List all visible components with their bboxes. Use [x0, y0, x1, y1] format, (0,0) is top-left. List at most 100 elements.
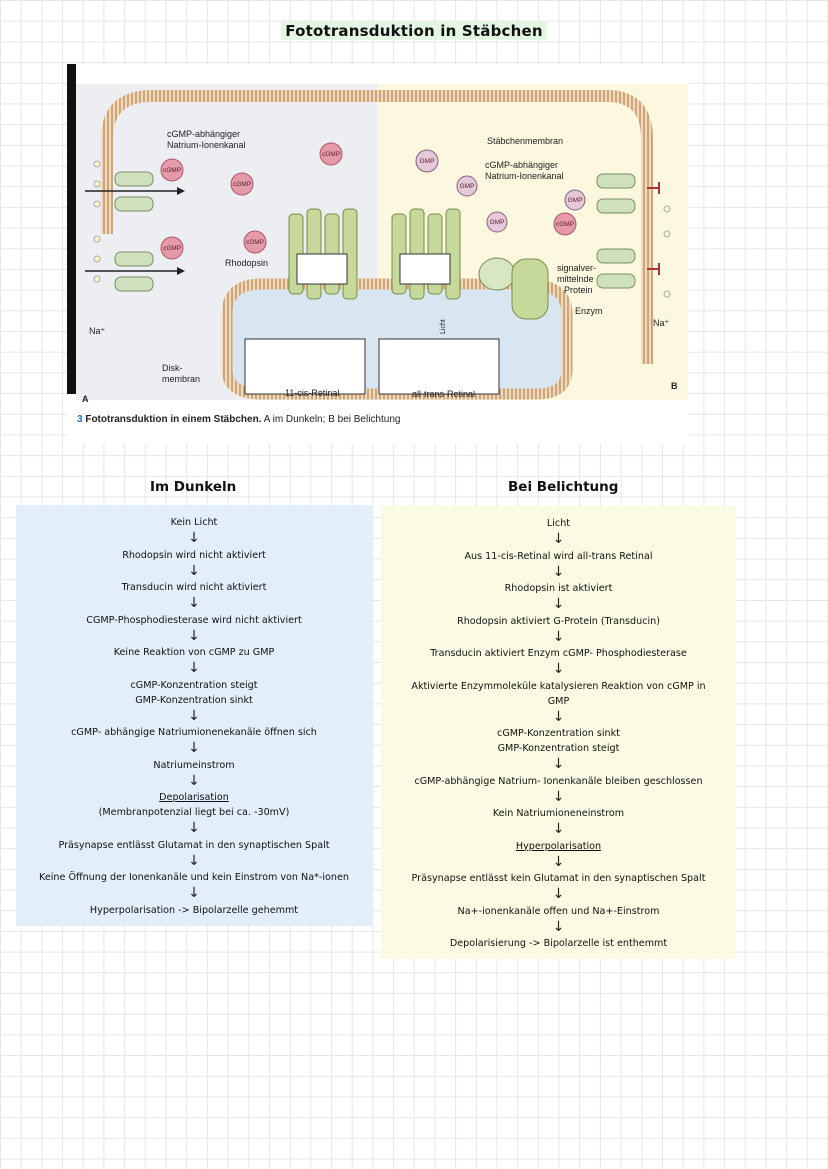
- caption-b: B bei Belichtung: [328, 414, 401, 425]
- dark-step: Präsynapse entlässt Glutamat in den syna…: [58, 839, 330, 851]
- light-step: Rhodopsin aktiviert G-Protein (Transduci…: [457, 615, 660, 627]
- dark-step: Transducin wird nicht aktiviert: [121, 582, 267, 593]
- dark-step: Keine Öffnung der Ionenkanäle und kein E…: [39, 872, 349, 883]
- dark-heading: Im Dunkeln: [150, 479, 237, 495]
- label-channel-right: cGMP-abhängiger: [485, 160, 558, 170]
- down-arrow-icon: ↓: [552, 661, 565, 677]
- light-step: Licht: [546, 518, 571, 529]
- light-step: Aktivierte Enzymmoleküle katalysieren Re…: [411, 680, 706, 692]
- figure-left-bar: [67, 64, 76, 394]
- label-disk-2: membran: [162, 374, 200, 384]
- dark-process-box: Kein Licht ↓ Rhodopsin wird nicht aktivi…: [16, 505, 372, 926]
- label-na-left: Na⁺: [89, 326, 106, 336]
- down-arrow-icon: ↓: [552, 821, 565, 837]
- light-heading: Bei Belichtung: [508, 479, 619, 495]
- down-arrow-icon: ↓: [552, 628, 565, 645]
- sodium-ions: [93, 160, 671, 298]
- rhodopsin-light: [378, 208, 549, 395]
- ion-channel-left-1: [85, 171, 185, 212]
- dark-step: CGMP-Phosphodiesterase wird nicht aktivi…: [86, 614, 302, 626]
- light-step: GMP-Konzentration steigt: [497, 743, 620, 754]
- down-arrow-icon: ↓: [188, 820, 200, 836]
- label-na-right: Na⁺: [653, 318, 670, 328]
- light-step: Na+-ionenkanäle offen und Na+-Einstrom: [457, 905, 660, 917]
- down-arrow-icon: ↓: [188, 740, 200, 756]
- page-title: Fototransduktion in Stäbchen: [0, 22, 828, 40]
- label-panel-a: A: [82, 394, 89, 404]
- light-step: Rhodopsin ist aktiviert: [504, 583, 613, 594]
- down-arrow-icon: ↓: [552, 788, 565, 805]
- light-step: cGMP-abhängige Natrium- Ionenkanäle blei…: [414, 775, 703, 787]
- label-protein-3: Protein: [564, 285, 593, 295]
- phototransduction-figure: cGMP-abhängiger Natrium-Ionenkanal Stäbc…: [67, 64, 689, 444]
- light-step-hyperpolarisation: Hyperpolarisation: [515, 840, 602, 852]
- down-arrow-icon: ↓: [552, 596, 565, 612]
- down-arrow-icon: ↓: [188, 660, 200, 676]
- molecules-gmp: [415, 149, 586, 233]
- down-arrow-icon: ↓: [552, 708, 565, 725]
- molecules-cgmp: [160, 142, 577, 260]
- down-arrow-icon: ↓: [188, 885, 200, 901]
- label-protein-2: mittelnde: [557, 274, 594, 284]
- caption-a: A im Dunkeln;: [263, 414, 329, 425]
- cgmp-label-1: cGMP: [163, 167, 181, 174]
- caption-prefix: Fototransduktion in einem Stäbchen.: [85, 414, 262, 425]
- figure-caption: 3 Fototransduktion in einem Stäbchen. A …: [77, 414, 400, 425]
- down-arrow-icon: ↓: [188, 562, 200, 579]
- dark-step: cGMP- abhängige Natriumionenekanäle öffn…: [71, 727, 317, 738]
- caption-number: 3: [77, 414, 83, 425]
- down-arrow-icon: ↓: [188, 852, 200, 869]
- cgmp-label-6: cGMP: [556, 221, 574, 228]
- down-arrow-icon: ↓: [552, 531, 565, 547]
- label-channel-left: cGMP-abhängiger: [167, 129, 240, 139]
- dark-step-depolarisation: Depolarisation: [159, 792, 229, 803]
- rhodopsin-dark: [244, 208, 366, 395]
- light-step: cGMP-Konzentration sinkt: [497, 728, 620, 739]
- gmp-label-2: GMP: [460, 183, 475, 190]
- down-arrow-icon: ↓: [188, 595, 200, 611]
- rod-outer-membrane: [101, 90, 653, 364]
- down-arrow-icon: ↓: [552, 918, 565, 935]
- down-arrow-icon: ↓: [188, 772, 200, 789]
- light-step: GMP: [547, 695, 570, 707]
- dark-step: Natriumeinstrom: [153, 759, 235, 771]
- label-enzyme: Enzym: [575, 306, 603, 316]
- cgmp-label-3: cGMP: [322, 151, 340, 158]
- gmp-label-4: GMP: [568, 197, 583, 204]
- down-arrow-icon: ↓: [552, 853, 565, 870]
- label-cis-retinal: 11-cis-Retinal: [285, 388, 339, 398]
- gmp-label-1: GMP: [420, 158, 435, 165]
- gmp-label-3: GMP: [490, 219, 505, 226]
- down-arrow-icon: ↓: [188, 530, 200, 546]
- cgmp-label-5: cGMP: [246, 239, 264, 246]
- down-arrow-icon: ↓: [552, 886, 565, 902]
- dark-step: Keine Reaktion von cGMP zu GMP: [113, 647, 275, 658]
- light-step: Aus 11-cis-Retinal wird all-trans Retina…: [464, 550, 653, 562]
- dark-step: (Membranpotenzial liegt bei ca. -30mV): [98, 807, 290, 818]
- label-disk-1: Disk-: [162, 363, 183, 373]
- label-membrane: Stäbchenmembran: [487, 136, 563, 146]
- label-rhodopsin: Rhodopsin: [225, 258, 268, 268]
- figure-illustration: cGMP-abhängiger Natrium-Ionenkanal Stäbc…: [67, 64, 688, 404]
- label-panel-b: B: [671, 381, 678, 391]
- label-protein-1: signalver-: [557, 263, 596, 273]
- down-arrow-icon: ↓: [188, 707, 200, 724]
- cgmp-label-2: cGMP: [163, 245, 181, 252]
- light-step: Kein Natriumioneneinstrom: [492, 808, 625, 819]
- cgmp-label-4: cGMP: [233, 181, 251, 188]
- down-arrow-icon: ↓: [552, 756, 565, 772]
- down-arrow-icon: ↓: [552, 563, 565, 580]
- light-step: Präsynapse entlässt kein Glutamat in den…: [411, 873, 706, 884]
- label-trans-retinal: all-trans-Retinal: [412, 389, 475, 399]
- page-title-text: Fototransduktion in Stäbchen: [281, 22, 547, 40]
- label-light: Licht: [440, 319, 447, 334]
- light-step: Depolarisierung -> Bipolarzelle ist enth…: [449, 938, 668, 949]
- down-arrow-icon: ↓: [188, 627, 200, 644]
- label-channel-left-2: Natrium-Ionenkanal: [167, 140, 246, 150]
- ion-channel-left-2: [85, 251, 185, 292]
- dark-step: Rhodopsin wird nicht aktiviert: [122, 549, 266, 561]
- dark-step: Hyperpolarisation -> Bipolarzelle gehemm…: [89, 904, 299, 916]
- label-channel-right-2: Natrium-Ionenkanal: [485, 171, 564, 181]
- light-step: Transducin aktiviert Enzym cGMP- Phospho…: [430, 648, 687, 659]
- dark-step: cGMP-Konzentration steigt: [130, 679, 258, 691]
